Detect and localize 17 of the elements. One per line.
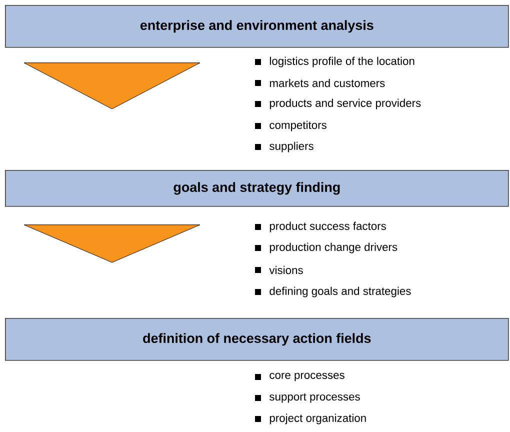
bullet-item: competitors [255,120,326,132]
bullet-item: logistics profile of the location [255,56,414,68]
bullet-item: defining goals and strategies [255,286,411,298]
bullet-item: suppliers [255,142,314,152]
bullet-item: product success factors [255,222,386,232]
chevron-arrow [24,224,200,263]
bullet-item: visions [255,266,303,274]
bullet-item: markets and customers [255,78,385,88]
chevron-arrow [24,62,200,110]
bullet-item: project organization [255,414,366,424]
bullet-item: core processes [255,372,344,382]
bullet-item: production change drivers [255,242,398,254]
stage-band: enterprise and environment analysis [5,5,509,48]
stage-band: definition of necessary action fields [5,318,509,361]
stage-band: goals and strategy finding [5,170,509,207]
bullet-item: products and service providers [255,98,421,110]
bullet-item: support processes [255,393,360,403]
